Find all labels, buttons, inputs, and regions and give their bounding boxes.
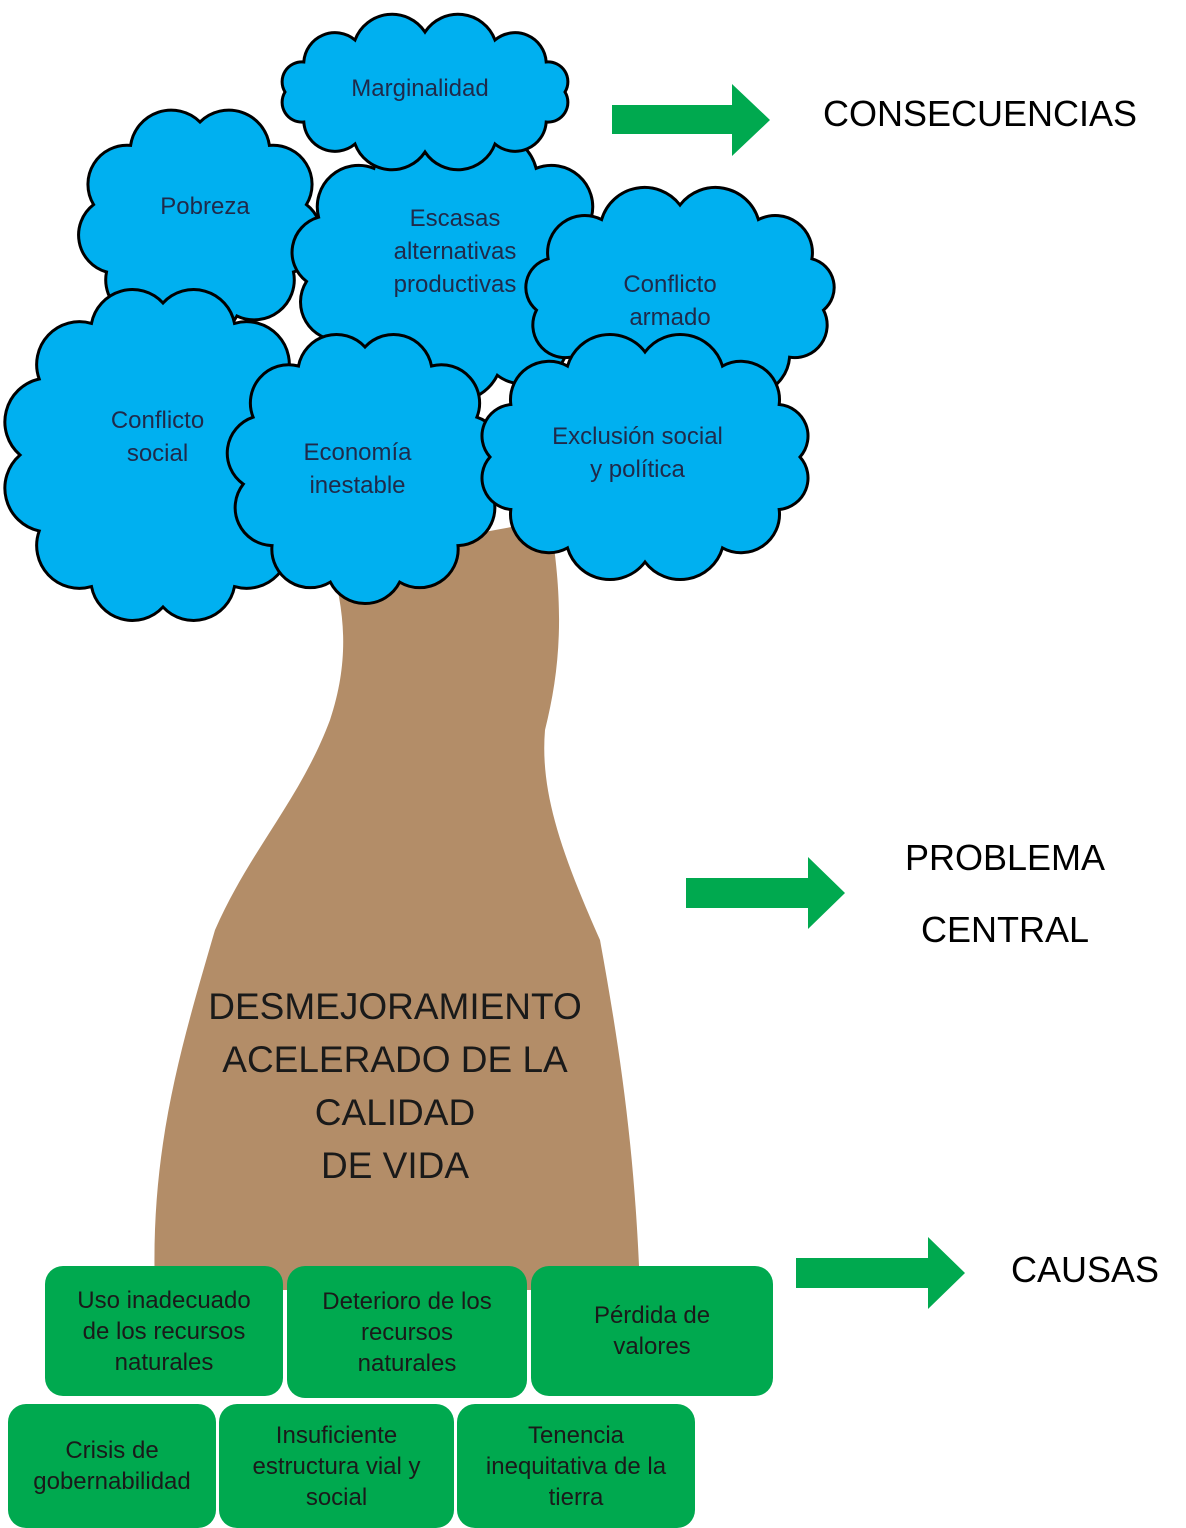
consequence-conflicto-armado: Conflicto armado bbox=[623, 271, 717, 331]
consequence-marginalidad: Marginalidad bbox=[351, 75, 489, 102]
cloud-economia-inestable bbox=[225, 333, 505, 605]
cause-text: Uso inadecuado de los recursos naturales bbox=[77, 1286, 251, 1376]
cause-text: Deterioro de los recursos naturales bbox=[322, 1287, 492, 1377]
label-causas: CAUSAS bbox=[1010, 1249, 1160, 1290]
central-problem-text: DESMEJORAMIENTO ACELERADO DE LA CALIDAD … bbox=[208, 986, 582, 1186]
label-consecuencias: CONSECUENCIAS bbox=[822, 93, 1138, 134]
cause-text: Tenencia inequitativa de la tierra bbox=[485, 1421, 667, 1511]
consequence-exclusion: Exclusión social y política bbox=[552, 423, 723, 483]
cloud-marginalidad bbox=[280, 12, 570, 172]
label-problema-central: PROBLEMA CENTRAL bbox=[904, 837, 1106, 950]
cause-box: Pérdida de valores bbox=[531, 1266, 773, 1396]
arrow-causas bbox=[796, 1237, 965, 1309]
consequence-conflicto-social: Conflicto social bbox=[110, 407, 205, 467]
arrow-problema-central bbox=[686, 857, 845, 929]
consequence-escasas-alternativas: Escasas alternativas productivas bbox=[393, 205, 517, 298]
cloud-exclusion bbox=[480, 333, 810, 581]
cause-text: Pérdida de valores bbox=[593, 1302, 711, 1360]
consequence-pobreza: Pobreza bbox=[160, 193, 250, 220]
cause-box: Deterioro de los recursos naturales bbox=[287, 1266, 527, 1398]
cause-box: Insuficiente estructura vial y social bbox=[219, 1404, 454, 1528]
cause-box: Tenencia inequitativa de la tierra bbox=[457, 1404, 695, 1528]
cause-text: Crisis de gobernabilidad bbox=[33, 1437, 191, 1495]
tree-trunk bbox=[154, 520, 640, 1290]
cause-box: Crisis de gobernabilidad bbox=[8, 1404, 216, 1528]
cause-text: Insuficiente estructura vial y social bbox=[252, 1421, 421, 1511]
arrow-consecuencias bbox=[612, 84, 770, 156]
consequence-economia-inestable: Economía inestable bbox=[303, 439, 412, 499]
cause-box: Uso inadecuado de los recursos naturales bbox=[45, 1266, 283, 1396]
